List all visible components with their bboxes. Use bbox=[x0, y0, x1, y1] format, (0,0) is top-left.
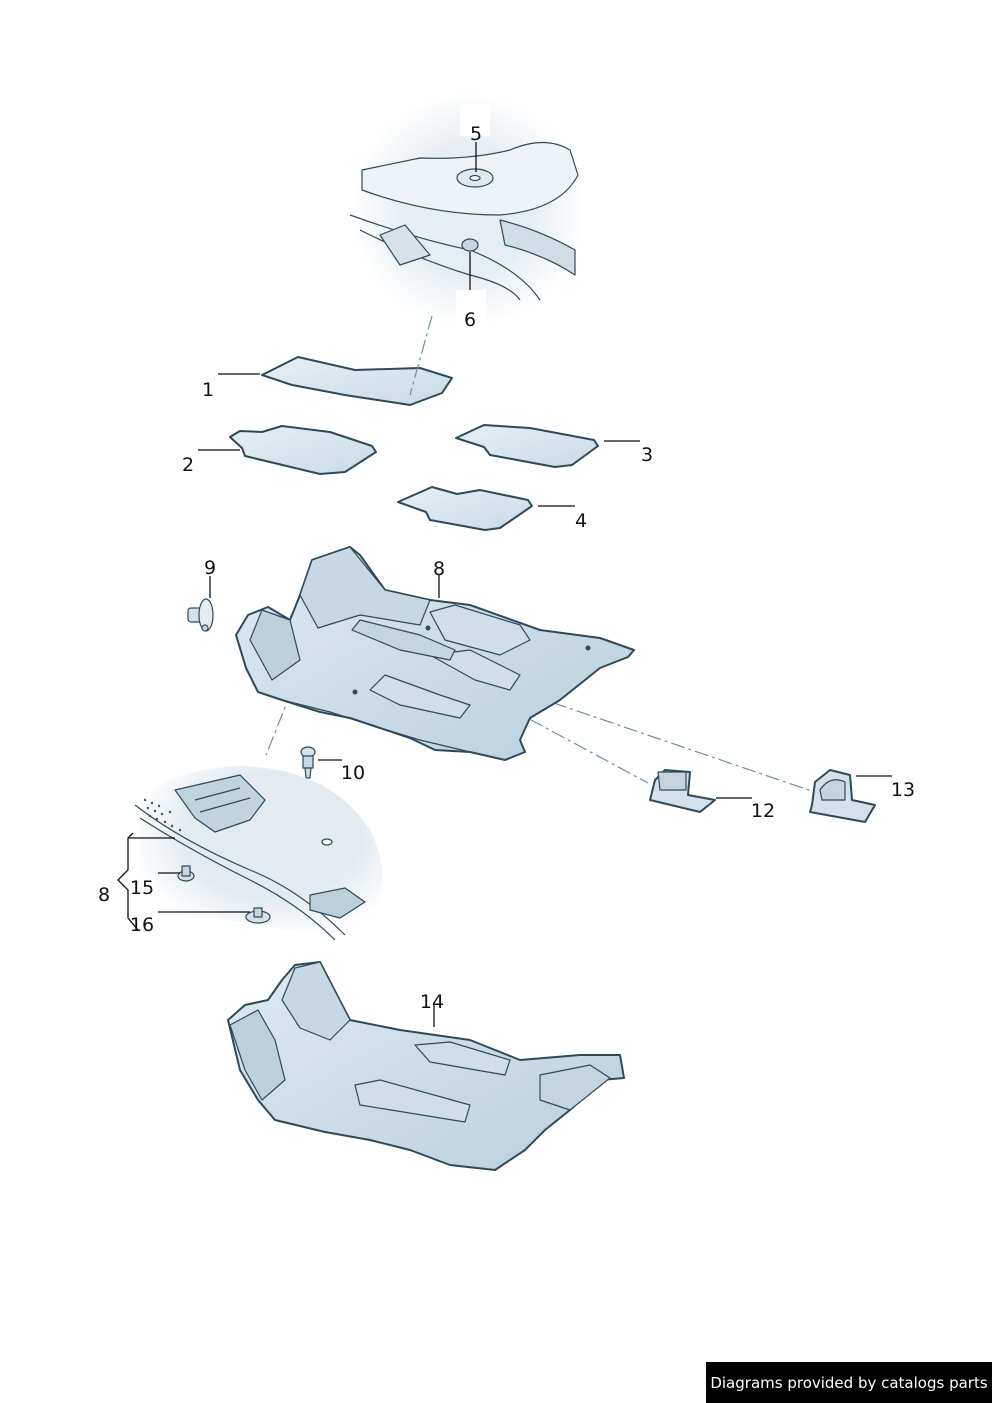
detail-circle-top bbox=[349, 92, 586, 328]
floor-mat-3 bbox=[455, 424, 599, 468]
floor-mat-2 bbox=[229, 425, 377, 475]
clip-12 bbox=[649, 769, 716, 813]
callout-10: 10 bbox=[341, 762, 365, 784]
callout-8-detail: 8 bbox=[98, 884, 110, 906]
callout-5: 5 bbox=[470, 123, 482, 145]
detail-circle-bottom bbox=[134, 766, 383, 941]
floor-mat-4 bbox=[397, 486, 533, 531]
screw-10 bbox=[300, 746, 316, 779]
callout-16: 16 bbox=[130, 914, 154, 936]
fastener-16 bbox=[245, 907, 271, 924]
callout-6: 6 bbox=[464, 309, 476, 331]
callout-12: 12 bbox=[751, 800, 775, 822]
callout-15: 15 bbox=[130, 877, 154, 899]
fastener-15 bbox=[177, 865, 195, 882]
callout-9: 9 bbox=[204, 557, 216, 579]
callout-3: 3 bbox=[641, 444, 653, 466]
callout-2: 2 bbox=[182, 454, 194, 476]
callout-14: 14 bbox=[420, 991, 444, 1013]
callout-1: 1 bbox=[202, 379, 214, 401]
insulation-14 bbox=[227, 961, 625, 1171]
carpet-8 bbox=[235, 546, 635, 761]
clip-9 bbox=[187, 598, 214, 632]
floor-mat-1 bbox=[261, 356, 453, 406]
clip-13 bbox=[809, 769, 876, 823]
leader-lines bbox=[117, 142, 892, 1027]
callout-labels: 5 6 1 2 3 4 9 8 10 12 13 15 8 16 14 bbox=[98, 104, 915, 1013]
stipple-pattern bbox=[143, 798, 182, 832]
credit-banner: Diagrams provided by catalogs parts bbox=[706, 1362, 992, 1403]
callout-8: 8 bbox=[433, 558, 445, 580]
callout-4: 4 bbox=[575, 510, 587, 532]
callout-13: 13 bbox=[891, 779, 915, 801]
